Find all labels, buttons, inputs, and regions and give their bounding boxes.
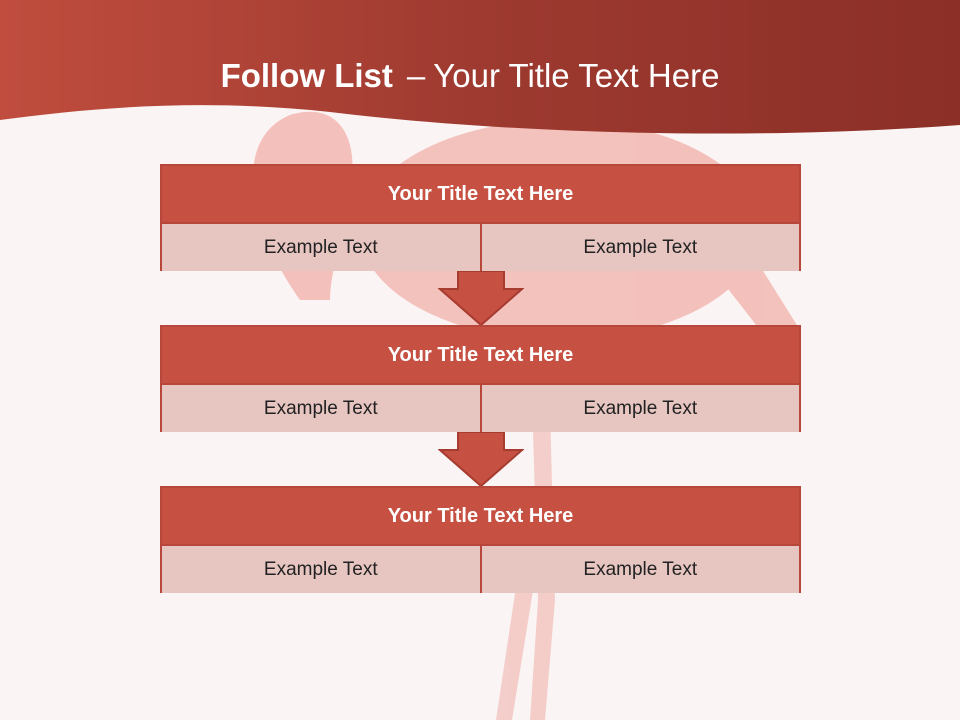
step-2-left-text: Example Text xyxy=(162,385,480,432)
header-banner xyxy=(0,0,960,134)
step-3-title: Your Title Text Here xyxy=(162,488,799,546)
arrow-down-icon xyxy=(438,432,524,488)
step-3-right-text: Example Text xyxy=(479,546,799,593)
step-3-left-text: Example Text xyxy=(162,546,480,593)
step-block-3: Your Title Text Here Example Text Exampl… xyxy=(160,486,801,593)
title-rest: Your Title Text Here xyxy=(433,57,720,94)
step-1-title: Your Title Text Here xyxy=(162,166,799,224)
step-block-2: Your Title Text Here Example Text Exampl… xyxy=(160,325,801,432)
slide-title: Follow List–Your Title Text Here xyxy=(0,52,940,100)
title-separator: – xyxy=(406,57,426,94)
arrow-down-icon xyxy=(438,271,524,327)
step-2-right-text: Example Text xyxy=(479,385,799,432)
step-1-right-text: Example Text xyxy=(479,224,799,271)
step-2-title: Your Title Text Here xyxy=(162,327,799,385)
step-block-1: Your Title Text Here Example Text Exampl… xyxy=(160,164,801,271)
title-bold-part: Follow List xyxy=(220,57,393,94)
step-1-left-text: Example Text xyxy=(162,224,480,271)
